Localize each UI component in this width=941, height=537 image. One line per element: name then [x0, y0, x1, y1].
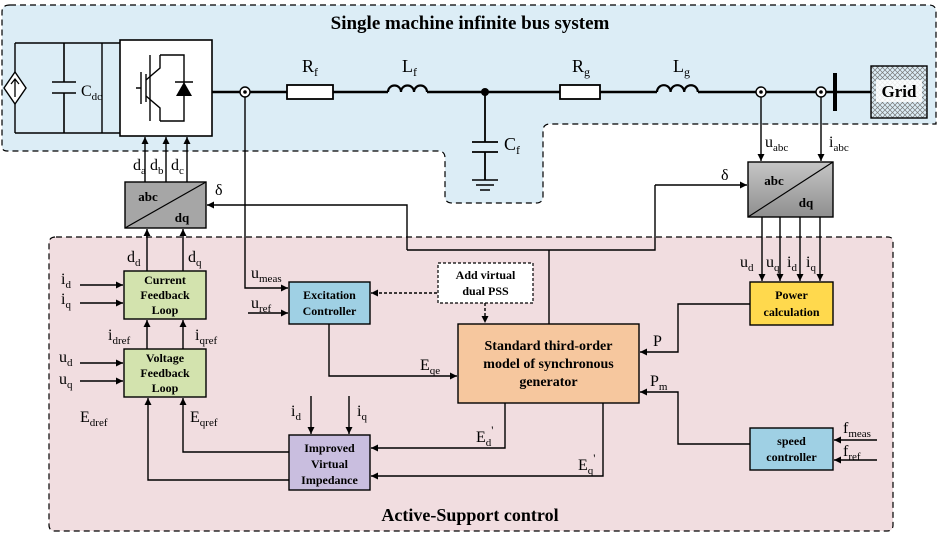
abc-dq-transform-left: abc dq — [124, 181, 207, 229]
lg-inductor — [655, 84, 699, 93]
dc-source-arrow-icon — [10, 77, 20, 97]
label-edref: Edref — [80, 409, 108, 429]
label-ud-power: ud — [740, 254, 754, 274]
virtual-pss-block: Add virtual dual PSS — [437, 262, 534, 304]
svg-text:Voltage: Voltage — [146, 351, 185, 365]
inverter-block — [119, 39, 213, 137]
label-fref: fref — [843, 443, 861, 463]
svg-text:Excitation: Excitation — [303, 288, 356, 302]
svg-text:Feedback: Feedback — [140, 288, 190, 302]
ground-icon — [472, 179, 498, 191]
label-id-impedance: id — [291, 403, 301, 423]
label-iqref: iqref — [195, 327, 217, 347]
label-id-current-loop: id — [61, 271, 71, 291]
diode-icon — [175, 81, 193, 96]
label-delta-right: δ — [721, 167, 729, 184]
grid-label: Grid — [882, 82, 917, 101]
svg-text:Impedance: Impedance — [301, 473, 358, 487]
label-iabc: iabc — [829, 134, 849, 154]
svg-text:Power: Power — [775, 288, 808, 302]
label-id-power: id — [787, 254, 797, 274]
control-region-title: Active-Support control — [381, 505, 558, 525]
label-eq-prime: Eq' — [578, 451, 595, 477]
label-ud-voltage-loop: ud — [59, 349, 73, 369]
label-iq-power: iq — [806, 254, 816, 274]
power-calculation-block: Power calculation — [749, 281, 834, 326]
svg-text:generator: generator — [519, 375, 577, 390]
rf-resistor — [286, 84, 334, 100]
synchronous-generator-model-block: Standard third-order model of synchronou… — [457, 323, 640, 404]
label-eqref: Eqref — [190, 409, 218, 429]
svg-text:Controller: Controller — [303, 304, 357, 318]
voltage-feedback-loop-block: Voltage Feedback Loop — [123, 348, 207, 398]
svg-text:abc: abc — [138, 189, 158, 204]
measurement-node-icon — [755, 86, 767, 98]
abc-dq-transform-right: abc dq — [747, 161, 834, 218]
label-pm: Pm — [650, 373, 668, 393]
label-uabc: uabc — [765, 134, 788, 154]
label-p: P — [653, 333, 662, 350]
current-feedback-loop-block: Current Feedback Loop — [123, 270, 207, 320]
svg-text:Standard third-order: Standard third-order — [485, 339, 613, 354]
label-iq-current-loop: iq — [61, 291, 71, 311]
label-dd: dd — [127, 249, 141, 269]
power-region — [1, 4, 937, 204]
svg-text:Current: Current — [144, 273, 186, 287]
svg-text:Loop: Loop — [152, 303, 179, 317]
label-delta-left: δ — [215, 182, 223, 199]
excitation-controller-block: Excitation Controller — [288, 281, 371, 325]
rg-resistor — [559, 84, 601, 100]
measurement-node-icon — [815, 86, 827, 98]
cf-label: Cf — [504, 134, 520, 157]
virtual-impedance-block: Improved Virtual Impedance — [288, 434, 371, 491]
svg-text:model of synchronous: model of synchronous — [483, 357, 614, 372]
lg-label: Lg — [673, 56, 690, 79]
svg-text:abc: abc — [764, 173, 784, 188]
rf-label: Rf — [302, 56, 318, 79]
label-dc: dc — [171, 157, 184, 177]
svg-text:speed: speed — [777, 434, 806, 448]
lf-inductor — [386, 84, 429, 93]
svg-text:calculation: calculation — [764, 305, 820, 319]
label-ed-prime: Ed' — [476, 423, 493, 449]
label-umeas: umeas — [251, 265, 282, 285]
cdc-label: Cdc — [81, 83, 102, 103]
lf-label: Lf — [402, 56, 417, 79]
svg-text:Improved: Improved — [304, 441, 355, 455]
speed-controller-block: speed controller — [749, 427, 834, 471]
label-dq: dq — [188, 249, 202, 269]
label-db: db — [150, 157, 164, 177]
svg-text:Loop: Loop — [152, 381, 179, 395]
cf-capacitor — [472, 92, 498, 180]
label-eqe: Eqe — [420, 357, 440, 377]
label-uq-voltage-loop: uq — [59, 371, 73, 391]
measurement-node-icon — [239, 86, 251, 98]
label-uref: uref — [251, 295, 272, 315]
svg-text:Feedback: Feedback — [140, 366, 190, 380]
svg-text:Virtual: Virtual — [311, 457, 349, 471]
dc-capacitor — [52, 43, 76, 133]
svg-text:dq: dq — [799, 195, 814, 210]
power-region-title: Single machine infinite bus system — [331, 13, 610, 34]
svg-text:dq: dq — [175, 210, 190, 225]
svg-text:dual PSS: dual PSS — [462, 284, 509, 298]
label-iq-impedance: iq — [357, 403, 367, 423]
label-uq-power: uq — [766, 254, 780, 274]
svg-text:controller: controller — [766, 450, 817, 464]
label-idref: idref — [108, 327, 130, 347]
rg-label: Rg — [572, 56, 590, 79]
label-fmeas: fmeas — [843, 420, 871, 440]
label-da: da — [133, 157, 146, 177]
svg-text:Add virtual: Add virtual — [456, 268, 516, 282]
